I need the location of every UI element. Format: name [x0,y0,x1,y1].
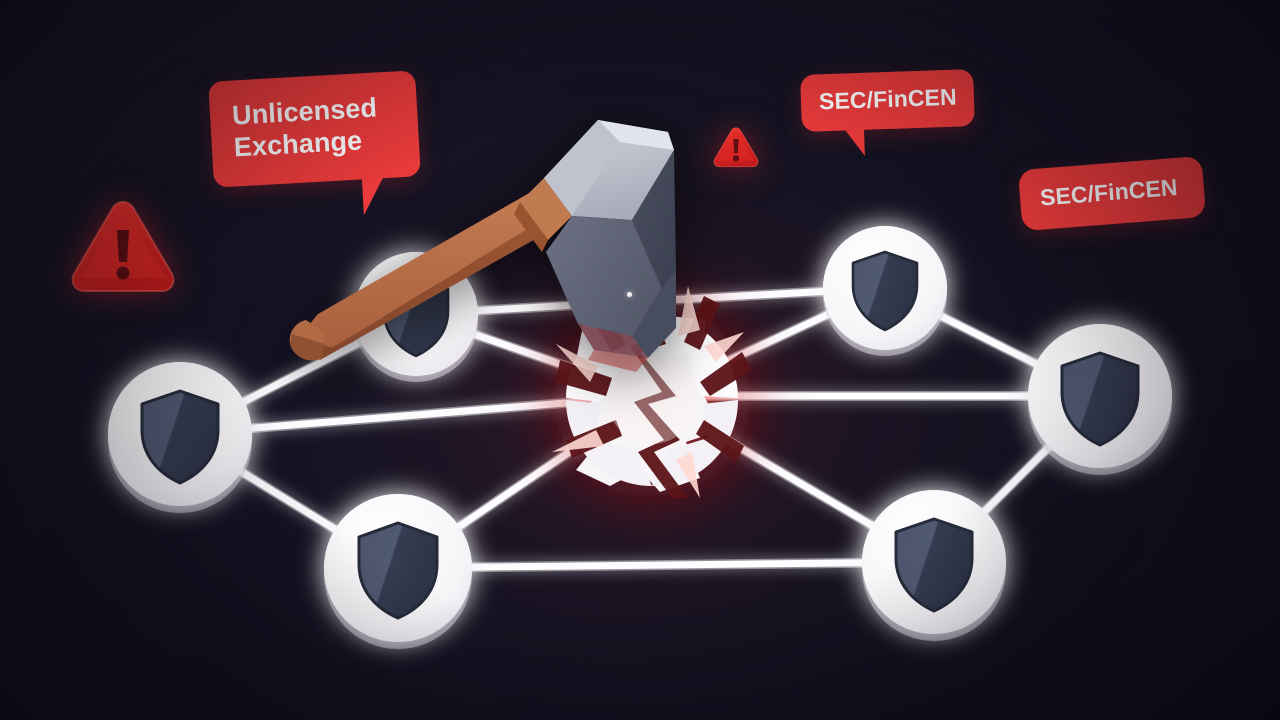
bubble-tail [361,175,392,216]
warning-triangle-icon [71,200,175,292]
label-sec-fincen-primary[interactable]: SEC/FinCEN [800,68,975,157]
bubble-tail [839,127,865,157]
node-right[interactable] [1028,324,1172,475]
spark-particle [627,292,632,297]
label-text: SEC/FinCEN [1039,173,1179,211]
label-text: SEC/FinCEN [818,83,958,115]
node-left[interactable] [108,362,252,513]
label-unlicensed-exchange[interactable]: Unlicensed Exchange [208,70,421,216]
spark-particle [459,411,463,415]
node-bottom-right[interactable] [862,490,1006,641]
warning-triangle-icon [713,127,759,168]
node-top-right[interactable] [823,226,947,356]
node-bottom-left[interactable] [324,494,472,649]
